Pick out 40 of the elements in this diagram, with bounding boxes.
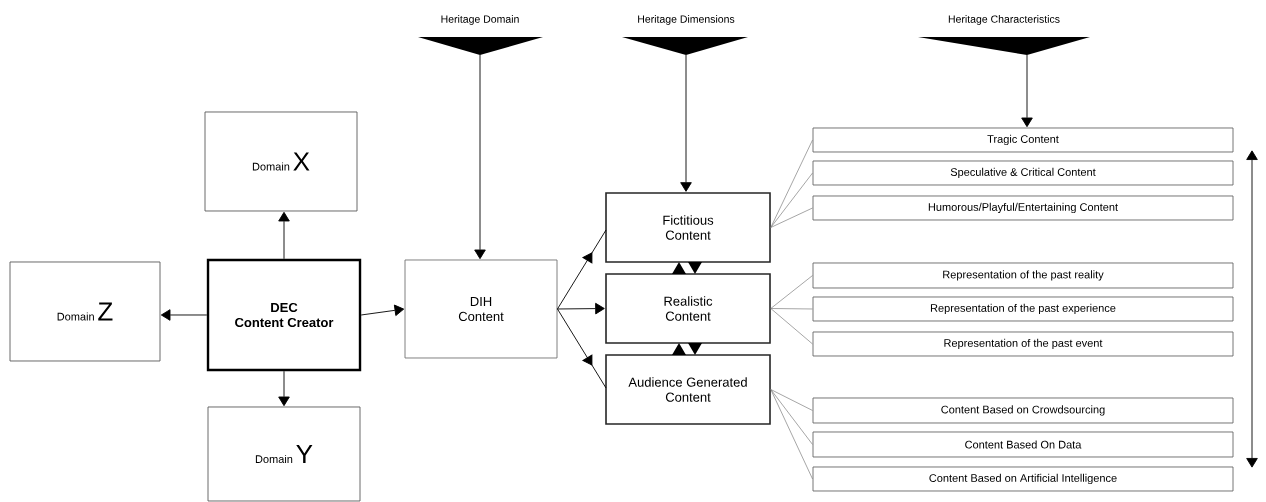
characteristic-box: Content Based On Data [812,431,1234,458]
arrow [557,229,607,310]
connector-line [770,308,813,310]
characteristic-box: Representation of the past event [812,331,1234,357]
arrow [680,54,692,192]
characteristic-box: Humorous/Playful/Entertaining Content [812,195,1234,221]
characteristic-box: Representation of the past experience [812,296,1234,322]
connector-line [770,139,813,228]
arrow [474,54,486,260]
funnel-heading: Heritage Characteristics [918,15,1090,55]
arrow [1021,54,1033,128]
connector-line [770,389,813,411]
arrow [557,302,605,315]
arrow [278,370,290,407]
content-type-box: Audience Generated Content [605,354,771,425]
funnel-heading: Heritage Dimensions [622,15,748,55]
arrowhead [688,262,702,274]
characteristic-box: Tragic Content [812,127,1234,153]
arrowhead [672,343,686,355]
arrowhead [672,262,686,274]
characteristic-box: Representation of the past reality [812,262,1234,289]
content-box: DIH Content [404,259,558,359]
characteristic-box: Content Based on Artificial Intelligence [812,466,1234,492]
connector-line [770,207,813,228]
connector-line [770,275,813,309]
characteristic-box: Content Based on Crowdsourcing [812,397,1234,424]
arrow [360,304,405,316]
content-type-box: Fictitious Content [605,192,771,263]
content-type-box: Realistic Content [605,273,771,344]
creator-box: DEC Content Creator [206,258,362,372]
arrow [278,211,290,260]
arrowhead [688,343,702,355]
connector-line [770,308,813,345]
characteristic-box: Speculative & Critical Content [812,160,1234,186]
arrow [557,308,607,389]
funnel-heading: Heritage Domain [418,15,543,55]
connector-line [770,389,813,480]
connector-line [770,389,813,445]
arrow [160,309,208,321]
connector-line [770,172,813,228]
